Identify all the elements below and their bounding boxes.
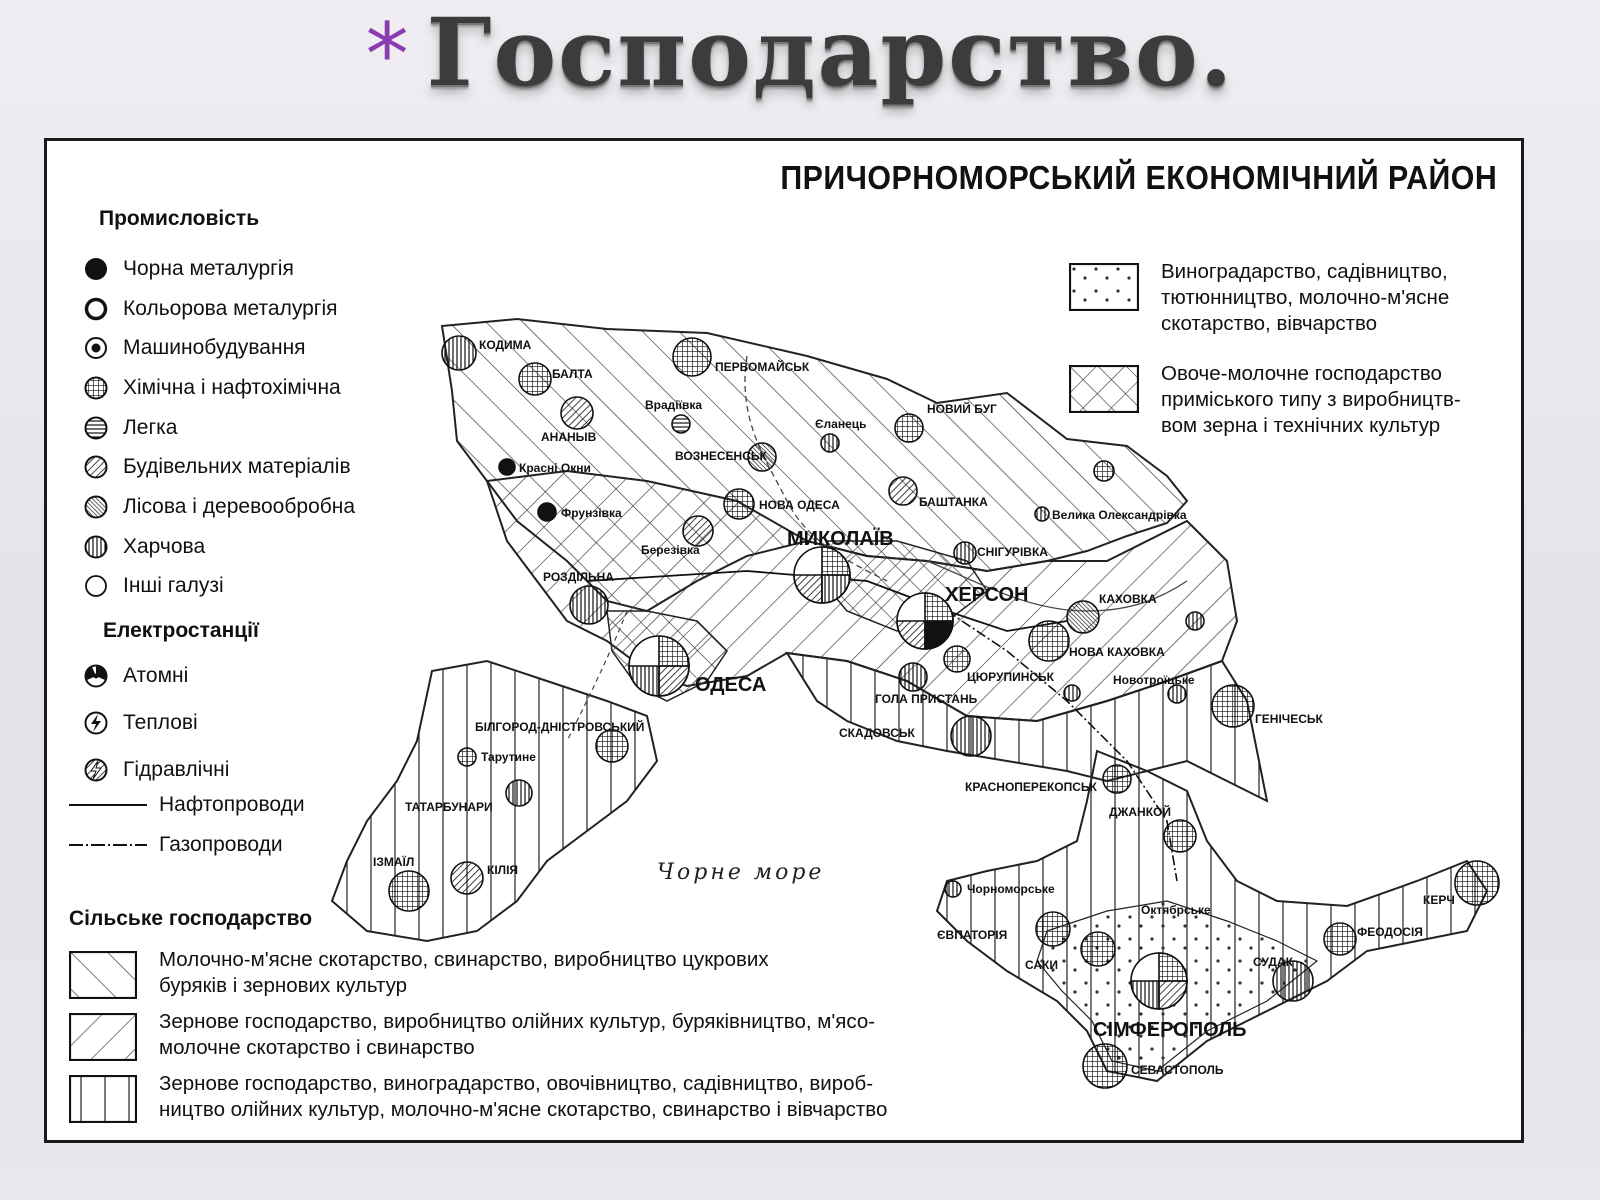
svg-text:АНАНЬІВ: АНАНЬІВ [541,430,597,444]
gas-pipeline-icon [69,844,147,846]
svg-text:ЄВПАТОРІЯ: ЄВПАТОРІЯ [937,928,1007,942]
svg-text:НОВА ОДЕСА: НОВА ОДЕСА [759,498,840,512]
vlines-circle-icon [84,535,108,559]
svg-text:Красні Окни: Красні Окни [519,461,591,475]
svg-text:ІЗМАЇЛ: ІЗМАЇЛ [373,854,414,869]
legend-item: Атомні [83,653,229,699]
svg-text:КОДИМА: КОДИМА [479,338,532,352]
gas-pipeline [946,610,1178,882]
back-hatch-icon [69,1013,137,1061]
svg-text:КІЛІЯ: КІЛІЯ [487,863,518,877]
slide-header: * Господарство. [0,4,1600,134]
svg-text:ПЕРВОМАЙСЬК: ПЕРВОМАЙСЬК [715,359,810,374]
city-markers [388,335,1500,1089]
dotted-hatch-icon [1069,263,1139,311]
legend-item: Гідравлічні [83,747,229,793]
oil-pipeline-icon [69,804,147,806]
svg-text:Новотроїцьке: Новотроїцьке [1113,673,1195,687]
svg-text:ТАТАРБУНАРИ: ТАТАРБУНАРИ [405,800,493,814]
svg-text:Врадіївка: Врадіївка [645,398,702,412]
city-labels: КОДИМА БАЛТА АНАНЬІВ ПЕРВОМАЙСЬК Врадіїв… [373,338,1455,1077]
power-legend: Атомні Теплові Гідравлічні [83,653,229,793]
svg-text:Фрунзівка: Фрунзівка [561,506,622,520]
svg-text:ЦЮРУПИНСЬК: ЦЮРУПИНСЬК [967,670,1055,684]
agri-item: Виноградарство, садівництво,тютюнництво,… [1069,259,1509,337]
gas-pipeline-legend: Газопроводи [69,833,283,857]
agri-item: Зернове господарство, виноградарство, ов… [69,1071,999,1123]
svg-text:БАШТАНКА: БАШТАНКА [919,495,988,509]
legend-item: Машинобудування [83,328,355,368]
vertical-hatch-icon [69,1075,137,1123]
sea-label: Чорне море [657,860,824,885]
svg-text:Чорноморське: Чорноморське [967,882,1055,896]
svg-text:НОВИЙ БУГ: НОВИЙ БУГ [927,401,997,416]
thermal-plant-icon [84,711,108,735]
legend-item: Чорна металургія [83,249,355,289]
svg-text:СУДАК: СУДАК [1253,955,1294,969]
solid-circle-icon [85,257,107,280]
svg-text:ГОЛА ПРИСТАНЬ: ГОЛА ПРИСТАНЬ [875,692,978,706]
hlines-circle-icon [84,416,108,440]
svg-text:ВОЗНЕСЕНСЬК: ВОЗНЕСЕНСЬК [675,449,768,463]
industry-heading: Промисловість [99,207,260,230]
forward-hatch-icon [69,951,137,999]
svg-text:КАХОВКА: КАХОВКА [1099,592,1157,606]
svg-text:СЕВАСТОПОЛЬ: СЕВАСТОПОЛЬ [1131,1063,1224,1077]
dense-diag-circle-icon [84,495,108,519]
legend-item: Лісова і деревообробна [83,487,355,527]
legend-item: Інші галузі [83,567,355,607]
hydro-plant-icon [84,758,108,782]
svg-text:КЕРЧ: КЕРЧ [1423,893,1455,907]
empty-circle-icon [85,575,107,598]
grid-circle-icon [84,376,108,400]
svg-text:ФЕОДОСІЯ: ФЕОДОСІЯ [1357,925,1423,939]
svg-text:ГЕНІЧЕСЬК: ГЕНІЧЕСЬК [1255,712,1324,726]
svg-text:БІЛГОРОД-ДНІСТРОВСЬКИЙ: БІЛГОРОД-ДНІСТРОВСЬКИЙ [475,719,644,734]
map-title: ПРИЧОРНОМОРСЬКИЙ ЕКОНОМІЧНИЙ РАЙОН [780,159,1497,196]
svg-text:САКИ: САКИ [1025,958,1058,972]
industry-legend: Чорна металургія Кольорова металургія Ма… [83,249,355,606]
crosshatch-icon [1069,365,1139,413]
diag-circle-icon [84,455,108,479]
legend-item: Харчова [83,527,355,567]
agri-item: Молочно-м'ясне скотарство, свинарство, в… [69,947,999,999]
legend-item: Кольорова металургія [83,289,355,329]
svg-text:СНІГУРІВКА: СНІГУРІВКА [977,545,1048,559]
svg-text:Октябрське: Октябрське [1141,903,1211,917]
svg-text:Єланець: Єланець [815,417,867,431]
svg-text:Березівка: Березівка [641,543,700,557]
dot-circle-icon [85,337,107,360]
map-drawing: Чорне море [330,317,1500,1089]
svg-text:МИКОЛАЇВ: МИКОЛАЇВ [787,527,894,550]
svg-text:ХЕРСОН: ХЕРСОН [945,584,1028,606]
economic-map: Чорне море [44,138,1524,1143]
svg-text:КРАСНОПЕРЕКОПСЬК: КРАСНОПЕРЕКОПСЬК [965,780,1098,794]
svg-text:СІМФЕРОПОЛЬ: СІМФЕРОПОЛЬ [1093,1019,1247,1041]
legend-item: Хімічна і нафтохімічна [83,368,355,408]
legend-item: Легка [83,408,355,448]
oil-pipeline [586,570,1068,632]
atomic-plant-icon [84,664,108,688]
agri-heading: Сільське господарство [69,907,313,930]
svg-text:ОДЕСА: ОДЕСА [695,674,766,696]
svg-text:СКАДОВСЬК: СКАДОВСЬК [839,726,915,740]
slide-title: Господарство. [426,0,1235,108]
svg-text:ДЖАНКОЙ: ДЖАНКОЙ [1109,804,1171,819]
region-budzhak [330,659,659,943]
agri-item: Зернове господарство, виробництво олійни… [69,1009,999,1061]
svg-text:Тарутине: Тарутине [481,750,536,764]
svg-text:Велика Олександрівка: Велика Олександрівка [1052,508,1187,522]
svg-text:БАЛТА: БАЛТА [552,367,593,381]
ring-circle-icon [84,297,108,320]
oil-pipeline-legend: Нафтопроводи [69,793,305,817]
bullet-star-icon: * [365,5,409,105]
legend-item: Теплові [83,699,229,747]
legend-item: Будівельних матеріалів [83,447,355,487]
power-heading: Електростанції [103,619,259,642]
svg-text:РОЗДІЛЬНА: РОЗДІЛЬНА [543,570,614,584]
svg-text:НОВА КАХОВКА: НОВА КАХОВКА [1069,645,1165,659]
